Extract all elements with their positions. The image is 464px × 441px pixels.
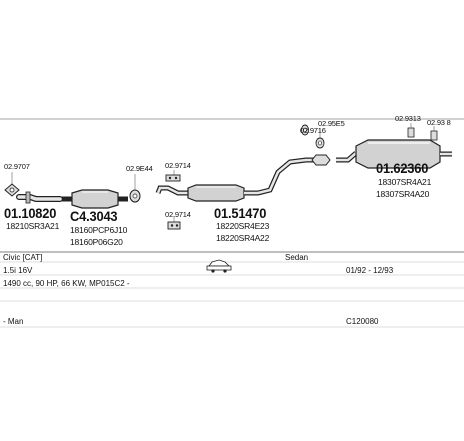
sedan-car-icon bbox=[206, 259, 232, 273]
center-pipe-drawing bbox=[155, 157, 316, 202]
part-label-02-9e44: 02.9E44 bbox=[126, 164, 153, 173]
gasket-02-9e44-icon bbox=[129, 189, 141, 203]
part-label-02-9714-bottom: 02.9714 bbox=[165, 210, 191, 219]
leader-lines bbox=[11, 123, 435, 222]
part-label-02-95e5: 02.95E5 bbox=[318, 119, 345, 128]
rear-muffler-drawing bbox=[336, 139, 452, 169]
front-pipe-drawing bbox=[16, 191, 63, 204]
vehicle-date-range: 01/92 - 12/93 bbox=[346, 266, 394, 275]
hanger-02-938-icon bbox=[430, 130, 438, 141]
vehicle-body-type: Sedan bbox=[285, 253, 309, 262]
oem-ref-18160P06G20: 18160P06G20 bbox=[70, 237, 123, 247]
oem-ref-18210SR3A21: 18210SR3A21 bbox=[6, 221, 60, 231]
part-number-01-51470[interactable]: 01.51470 bbox=[214, 205, 267, 221]
oem-ref-18307SR4A21: 18307SR4A21 bbox=[378, 177, 432, 187]
oem-ref-18307SR4A20: 18307SR4A20 bbox=[376, 189, 430, 199]
hanger-02-9313-icon bbox=[407, 127, 415, 138]
gasket-02-9714-bottom-icon bbox=[167, 221, 181, 230]
part-label-02-938: 02.93 8 bbox=[427, 118, 451, 127]
part-label-02-9714-top: 02.9714 bbox=[165, 161, 191, 170]
gasket-02-9714-top-icon bbox=[165, 174, 181, 182]
part-label-02-9716: 02.9716 bbox=[300, 126, 326, 135]
part-label-02-9313: 02.9313 bbox=[395, 114, 421, 123]
vehicle-model: Civic [CAT] bbox=[3, 253, 43, 262]
vehicle-engine: 1.5i 16V bbox=[3, 266, 33, 275]
gasket-02-9707-icon bbox=[4, 183, 20, 197]
vehicle-specs: 1490 cc, 90 HP, 66 KW, MP015C2 - bbox=[3, 279, 130, 288]
vehicle-maker: - Man bbox=[3, 317, 24, 326]
oem-ref-18220SR4A22: 18220SR4A22 bbox=[216, 233, 270, 243]
part-number-c4-3043[interactable]: C4.3043 bbox=[70, 208, 118, 224]
part-number-01-62360[interactable]: 01.62360 bbox=[376, 160, 429, 176]
oem-ref-18160PCP6J10: 18160PCP6J10 bbox=[70, 225, 128, 235]
gasket-02-9716-icon bbox=[301, 124, 309, 136]
gasket-02-95e5-icon bbox=[315, 137, 325, 149]
part-number-01-10820[interactable]: 01.10820 bbox=[4, 205, 57, 221]
flange-connector-icon bbox=[311, 154, 331, 166]
part-label-02-9707: 02.9707 bbox=[4, 162, 30, 171]
oem-ref-18220SR4E23: 18220SR4E23 bbox=[216, 221, 270, 231]
catalytic-converter-drawing bbox=[62, 189, 128, 209]
catalog-number: C120080 bbox=[346, 317, 379, 326]
